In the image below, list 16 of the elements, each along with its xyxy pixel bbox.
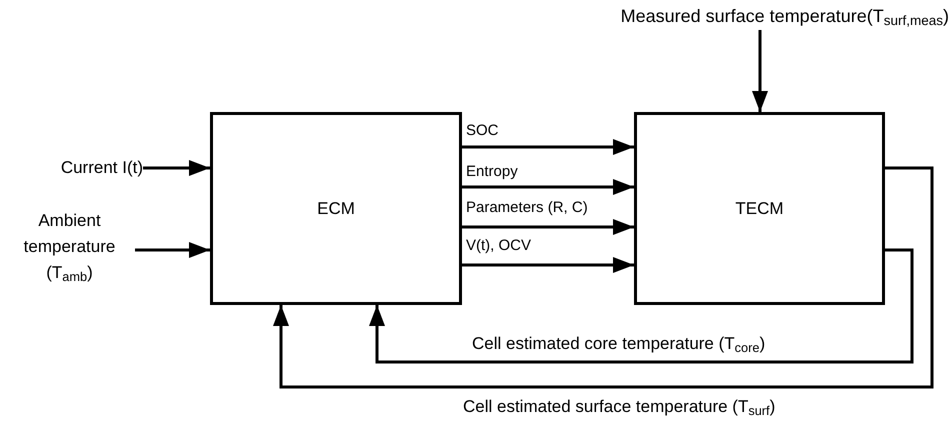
process-box: [634, 112, 885, 305]
arrow: [143, 160, 210, 176]
arrow: [369, 248, 914, 364]
process-box: [210, 112, 462, 305]
box-title: ECM: [317, 198, 355, 220]
arrow: [462, 139, 634, 155]
arrow: [462, 257, 634, 273]
arrow: [462, 219, 634, 235]
arrow: [135, 242, 210, 258]
input-label: Ambient temperature (T$_{amb}$): [4, 207, 135, 287]
arrow: [273, 166, 934, 388]
arrow: [462, 179, 634, 195]
arrow: [752, 30, 768, 112]
input-label: Measured surface temperature(T$_{surf,meas}$): [573, 2, 949, 30]
box-title: TECM: [735, 198, 784, 220]
input-label: Current I(t): [18, 157, 143, 179]
